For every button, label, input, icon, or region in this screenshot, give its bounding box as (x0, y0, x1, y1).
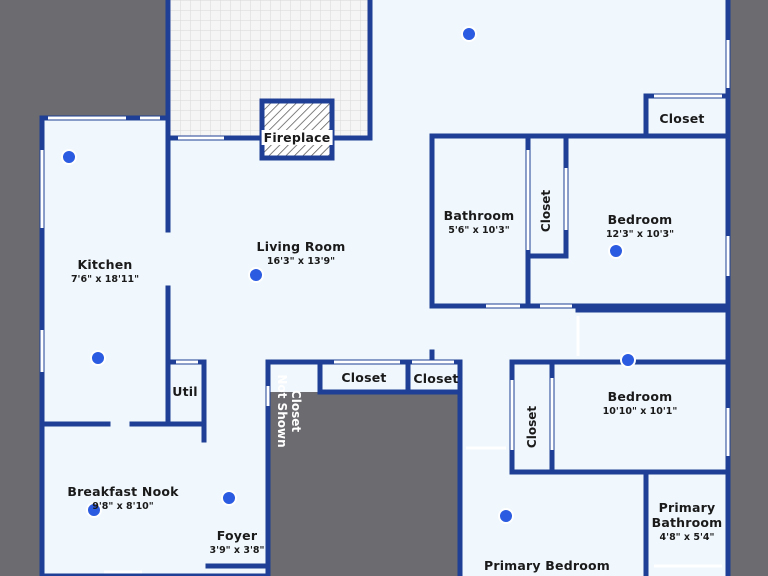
floor-main (42, 0, 728, 576)
closet-label-hall-2: Closet (413, 371, 458, 386)
room-dims: 7'6" x 18'11" (70, 274, 140, 285)
room-name: Foyer (216, 528, 258, 543)
room-dims: 16'3" x 13'9" (266, 256, 336, 267)
fireplace-hatch-icon (259, 98, 335, 161)
markers (61, 26, 636, 524)
room-label-primary-bedroom: Primary Bedroom (484, 558, 610, 573)
floor-areas (42, 0, 728, 576)
closet-label-text: Closet (341, 370, 387, 385)
room-name: Kitchen (77, 257, 133, 272)
fireplace-label-text: Fireplace (263, 130, 331, 145)
closet-label-bedroom-1: Closet (539, 189, 553, 233)
closet-label-text: Closet (659, 111, 705, 126)
closet-not-shown-label: Closet Not Shown (273, 371, 303, 451)
room-label-bedroom-2: Bedroom 10'10" x 10'1" (603, 389, 678, 417)
room-name: Bedroom (607, 212, 673, 227)
closet-label-top-right: Closet (659, 111, 704, 126)
camera-position-icon[interactable] (221, 490, 237, 506)
room-dims: 4'8" x 5'4" (659, 532, 715, 543)
room-label-living: Living Room 16'3" x 13'9" (257, 239, 346, 267)
room-label-foyer: Foyer 3'9" x 3'8" (210, 528, 265, 556)
closet-not-shown-line2: Not Shown (275, 374, 289, 448)
room-label-breakfast-nook: Breakfast Nook 9'8" x 8'10" (67, 484, 178, 512)
camera-position-icon[interactable] (248, 267, 264, 283)
room-label-primary-bathroom: Primary Bathroom 4'8" x 5'4" (652, 500, 723, 543)
room-dims: 9'8" x 8'10" (92, 501, 154, 512)
camera-position-icon[interactable] (90, 350, 106, 366)
room-name: Breakfast Nook (67, 484, 179, 499)
camera-position-icon[interactable] (61, 149, 77, 165)
room-name: Living Room (256, 239, 346, 254)
fireplace-label: Fireplace (261, 130, 333, 145)
closet-label-hall-1: Closet (341, 370, 386, 385)
camera-position-icon[interactable] (498, 508, 514, 524)
room-dims: 10'10" x 10'1" (602, 406, 678, 417)
room-dims: 5'6" x 10'3" (448, 225, 510, 236)
closet-label-text: Closet (413, 371, 459, 386)
room-name: Bedroom (607, 389, 673, 404)
room-name: Primary Bedroom (483, 558, 611, 573)
camera-position-icon[interactable] (461, 26, 477, 42)
camera-position-icon[interactable] (86, 502, 102, 518)
windows (40, 40, 730, 574)
room-label-bathroom: Bathroom 5'6" x 10'3" (444, 208, 515, 236)
room-dims: 3'9" x 3'8" (209, 545, 265, 556)
room-label-kitchen: Kitchen 7'6" x 18'11" (71, 257, 139, 285)
camera-position-icon[interactable] (608, 243, 624, 259)
util-label-text: Util (172, 384, 198, 399)
room-name: Bathroom (443, 208, 515, 223)
util-label: Util (172, 384, 198, 399)
closet-not-shown-line1: Closet (289, 389, 303, 433)
room-name-line2: Bathroom (651, 515, 723, 530)
room-name-line1: Primary (658, 500, 716, 515)
room-dims: 12'3" x 10'3" (605, 229, 675, 240)
room-label-bedroom-1: Bedroom 12'3" x 10'3" (606, 212, 674, 240)
camera-position-icon[interactable] (620, 352, 636, 368)
closet-label-bedroom-2: Closet (525, 405, 539, 449)
